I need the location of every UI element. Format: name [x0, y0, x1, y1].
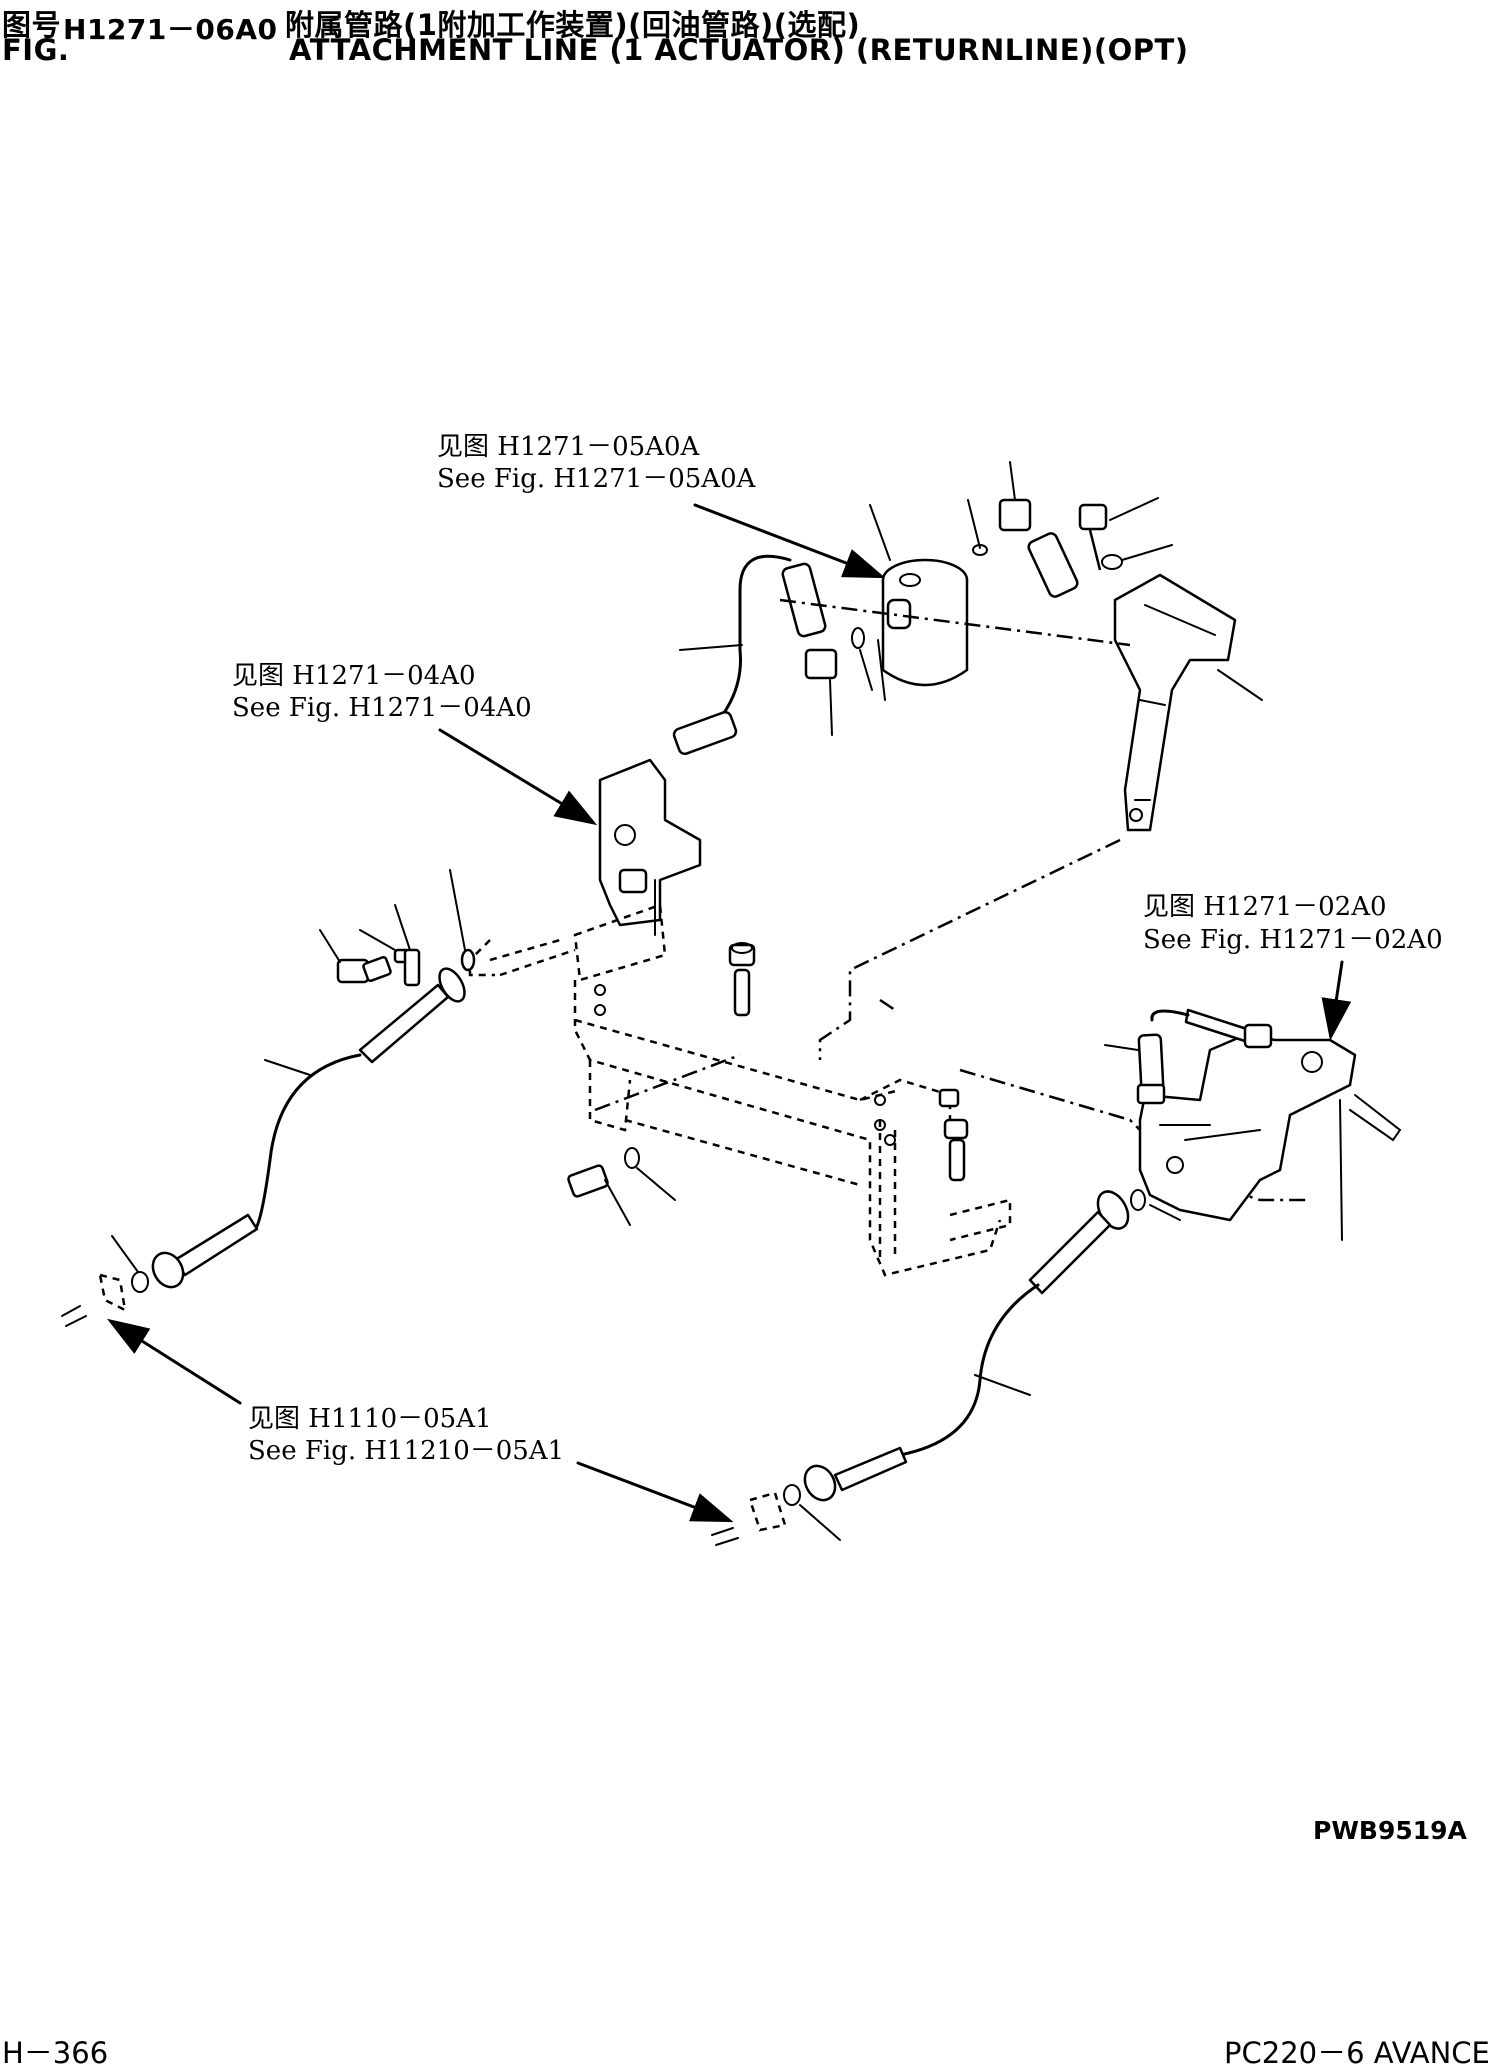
fig-number: H1271－06A0: [63, 13, 278, 46]
ref-02a0-cn: 见图 H1271－02A0: [1143, 892, 1387, 922]
footer-page: H－366: [2, 2036, 109, 2070]
arrow-to-left-port: [106, 1318, 242, 1405]
ref-label-02a0: 见图 H1271－02A0 See Fig. H1271－02A0: [1143, 892, 1443, 955]
ref-05a1-en: See Fig. H11210－05A1: [248, 1436, 564, 1466]
ref-05a0a-en: See Fig. H1271－05A0A: [437, 464, 757, 494]
title-cn: 附属管路(1附加工作装置)(回油管路)(选配): [285, 8, 861, 42]
ref-label-05a1: 见图 H1110－05A1 See Fig. H11210－05A1: [248, 1404, 564, 1466]
title-en: ATTACHMENT LINE (1 ACTUATOR) (RETURNLINE…: [289, 33, 1189, 67]
filter-hose: [672, 554, 873, 756]
ref-05a1-cn: 见图 H1110－05A1: [248, 1404, 492, 1434]
frame-bolts: [567, 942, 969, 1226]
header-line-cn: 图号H1271－06A0 附属管路(1附加工作装置)(回油管路)(选配): [2, 2, 860, 48]
right-control-block: [1104, 1008, 1402, 1241]
arrow-to-filter: [693, 503, 886, 579]
control-valve: [598, 758, 702, 936]
arrow-to-bottom-port: [576, 1461, 734, 1523]
arrow-to-block: [1321, 960, 1352, 1041]
left-adapter-group: [319, 869, 476, 987]
header-line-en: FIG. ATTACHMENT LINE (1 ACTUATOR) (RETUR…: [2, 33, 1188, 67]
ref-label-04a0: 见图 H1271－04A0 See Fig. H1271－04A0: [232, 661, 532, 723]
fig-label-cn: 图号: [2, 8, 62, 42]
right-hose: [711, 1190, 1130, 1546]
ref-label-05a0a: 见图 H1271－05A0A See Fig. H1271－05A0A: [437, 432, 757, 494]
left-hose: [61, 967, 466, 1327]
center-lines: [594, 598, 1310, 1202]
drawing-code: PWB9519A: [1313, 1816, 1467, 1845]
return-filter: [869, 504, 969, 701]
ref-05a0a-cn: 见图 H1271－05A0A: [437, 432, 701, 462]
ref-02a0-en: See Fig. H1271－02A0: [1143, 925, 1443, 955]
mounting-frame: [468, 903, 1012, 1277]
arrow-to-valve: [438, 728, 598, 826]
bracket-and-bolts: [967, 461, 1263, 832]
ref-04a0-en: See Fig. H1271－04A0: [232, 693, 532, 723]
fig-label-en: FIG.: [2, 33, 70, 67]
ref-04a0-cn: 见图 H1271－04A0: [232, 661, 476, 691]
footer-model: PC220－6 AVANCE: [1224, 2036, 1490, 2070]
header: 图号H1271－06A0 附属管路(1附加工作装置)(回油管路)(选配) FIG…: [2, 0, 1188, 67]
